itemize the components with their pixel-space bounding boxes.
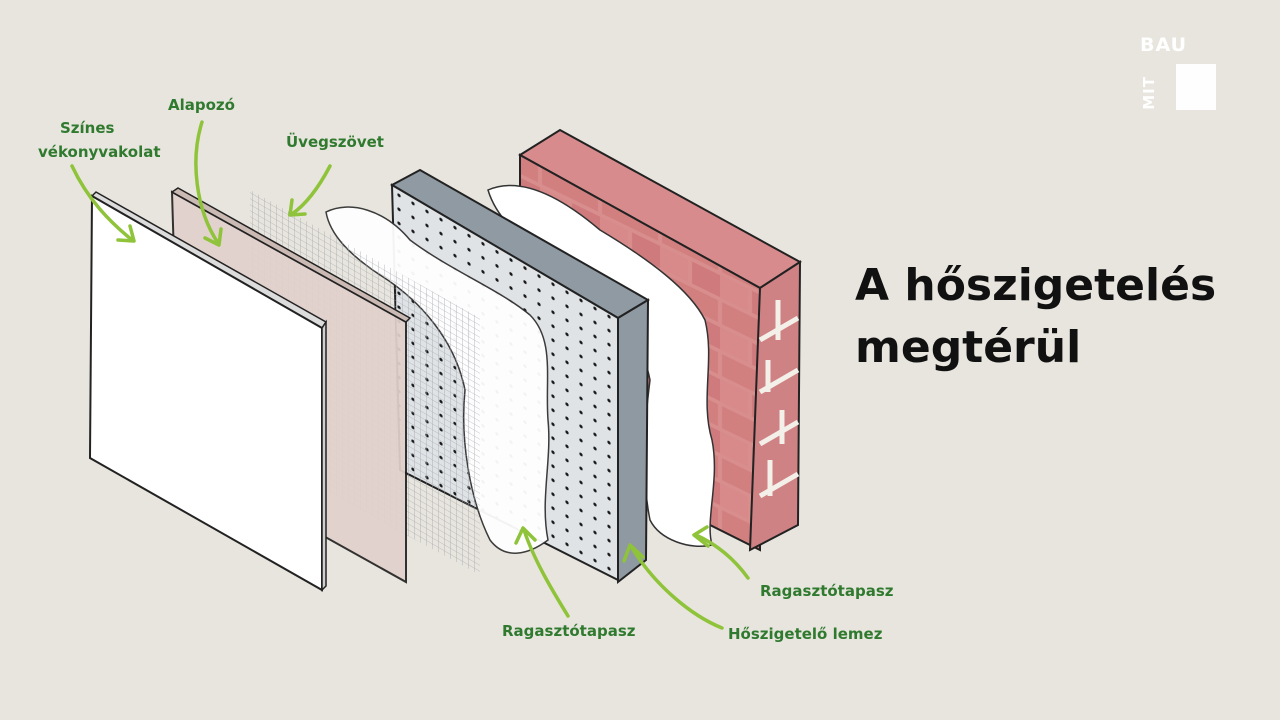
headline-line1: A hőszigetelés — [855, 255, 1216, 317]
headline: A hőszigetelés megtérül — [855, 255, 1216, 379]
headline-line2: megtérül — [855, 317, 1216, 379]
label-alapozo: Alapozó — [168, 95, 235, 115]
label-szines-line1: Színes — [60, 118, 114, 138]
label-hoszigetelo: Hőszigetelő lemez — [728, 624, 882, 644]
baumit-logo: BAU MIT — [1140, 36, 1216, 112]
arrow-uvegszovet — [292, 166, 330, 214]
label-ragaszto-front: Ragasztótapasz — [502, 621, 635, 641]
logo-text-top: BAU — [1140, 36, 1187, 55]
label-uvegszovet: Üvegszövet — [286, 132, 384, 152]
logo-square — [1176, 64, 1216, 110]
label-ragaszto-back: Ragasztótapasz — [760, 581, 893, 601]
label-szines-line2: vékonyvakolat — [38, 142, 161, 162]
logo-text-bottom: MIT — [1140, 76, 1159, 110]
